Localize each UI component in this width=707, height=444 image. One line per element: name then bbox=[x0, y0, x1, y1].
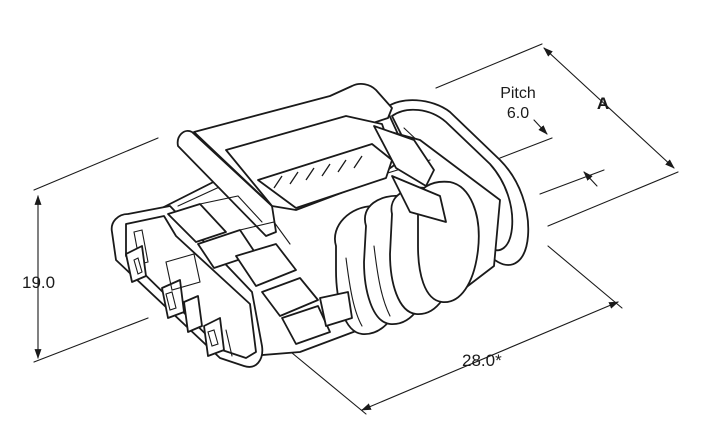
pitch-value: 6.0 bbox=[507, 105, 529, 122]
dimension-pitch bbox=[499, 119, 605, 195]
dim-a-label: A bbox=[597, 94, 609, 113]
extension-line-a-bottom bbox=[547, 171, 679, 227]
pitch-arrow-2 bbox=[583, 171, 598, 187]
dimension-a bbox=[435, 43, 679, 227]
length-label: 28.0* bbox=[462, 351, 502, 370]
latch-lever bbox=[176, 83, 447, 237]
pitch-extension-2 bbox=[539, 169, 605, 195]
extension-line-left bbox=[285, 347, 367, 415]
extension-line-right bbox=[547, 245, 623, 309]
pitch-label: Pitch bbox=[500, 85, 536, 102]
extension-line-a-top bbox=[435, 43, 543, 89]
extension-line-bottom bbox=[33, 317, 149, 363]
height-label: 19.0 bbox=[22, 273, 55, 292]
length-arrow bbox=[361, 301, 619, 411]
internal-blocks bbox=[167, 195, 353, 345]
pitch-arrow-1 bbox=[533, 119, 548, 135]
dimension-28 bbox=[285, 245, 623, 415]
a-arrow bbox=[543, 47, 675, 169]
cavity-2 bbox=[161, 279, 185, 319]
cavity-3 bbox=[183, 295, 203, 333]
extension-line-top bbox=[33, 137, 159, 191]
cavity-4 bbox=[203, 317, 225, 357]
front-face bbox=[110, 205, 264, 368]
dimension-19 bbox=[33, 137, 159, 363]
pitch-extension-1 bbox=[499, 137, 553, 159]
